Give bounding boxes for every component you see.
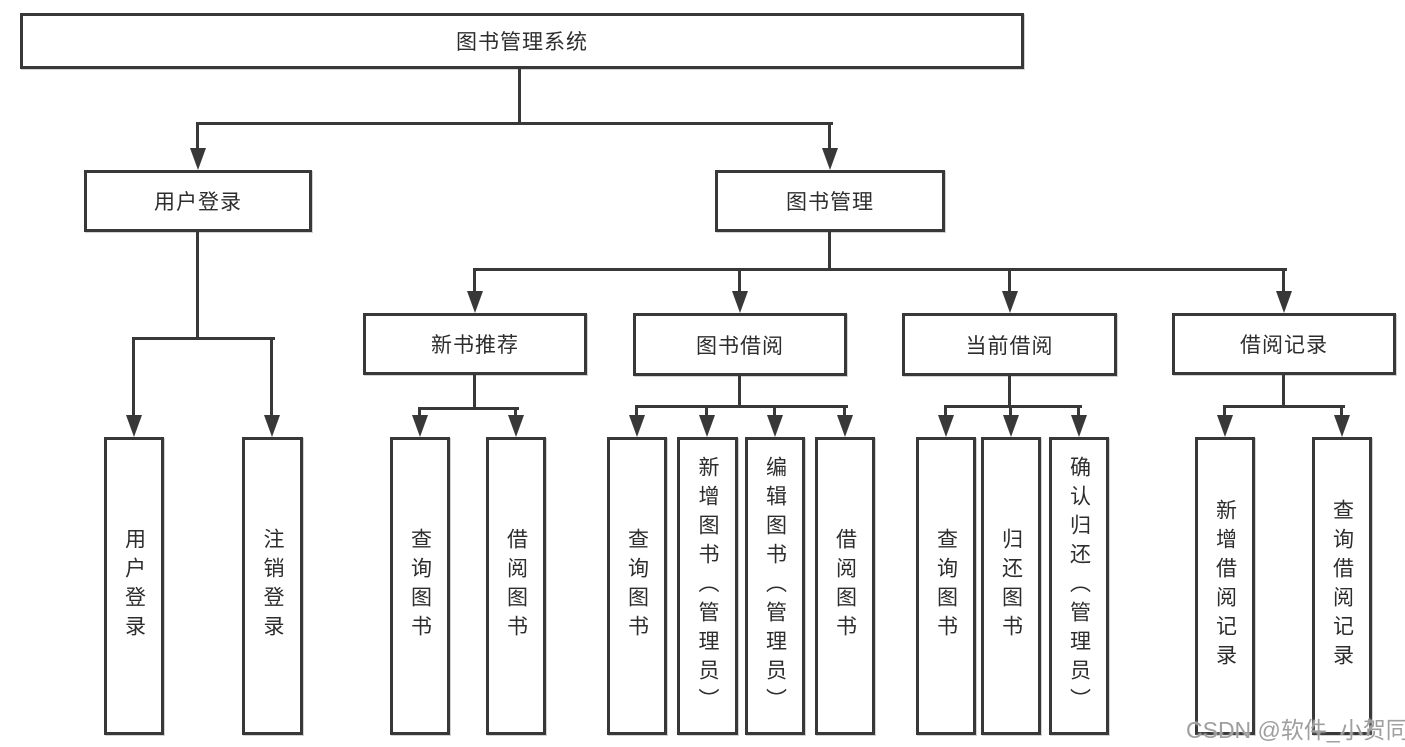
connector-new-book-down <box>473 375 476 407</box>
leaf-newbook-borrow-books: 借阅图书 <box>486 437 546 735</box>
arrowhead-leaf-logout <box>264 415 280 437</box>
leaf-current-confirm-return-admin-label: 确认归还（管理员） <box>1067 455 1091 717</box>
arrowhead-br-query <box>1334 415 1350 437</box>
csdn-watermark: CSDN @软件_小贺同学 <box>1186 717 1405 743</box>
leaf-borrow-edit-books-admin-label: 编辑图书（管理员） <box>763 455 787 717</box>
node-book-management: 图书管理 <box>715 170 945 232</box>
connector-level2-rail <box>196 122 833 125</box>
connector-bb-borrow-stem <box>843 405 846 417</box>
leaf-current-query-books: 查询图书 <box>916 437 976 735</box>
connector-current-borrow-stem <box>1008 268 1011 293</box>
node-root: 图书管理系统 <box>20 13 1024 69</box>
connector-level3-rail <box>473 268 1287 271</box>
connector-bb-add-stem <box>705 405 708 417</box>
leaf-borrow-edit-books-admin: 编辑图书（管理员） <box>745 437 805 735</box>
leaf-borrow-query-books: 查询图书 <box>607 437 667 735</box>
leaf-newbook-query-books-label: 查询图书 <box>408 528 432 644</box>
connector-borrow-records-stem <box>1282 268 1285 293</box>
node-book-borrow: 图书借阅 <box>633 313 847 376</box>
connector-nb-query-stem <box>418 407 421 417</box>
connector-br-add-stem <box>1223 405 1226 417</box>
connector-br-query-stem <box>1340 405 1343 417</box>
connector-bb-edit-stem <box>773 405 776 417</box>
arrowhead-leaf-user-login <box>126 415 142 437</box>
leaf-borrow-query-books-label: 查询图书 <box>625 528 649 644</box>
arrowhead-bb-edit <box>767 415 783 437</box>
leaf-current-query-books-label: 查询图书 <box>934 528 958 644</box>
connector-borrow-records-rail <box>1223 405 1345 408</box>
connector-user-login-down <box>196 232 199 337</box>
connector-book-mgmt-stem <box>828 122 831 150</box>
arrowhead-nb-borrow <box>508 415 524 437</box>
arrowhead-bb-borrow <box>837 415 853 437</box>
connector-cb-return-stem <box>1009 405 1012 417</box>
leaf-current-confirm-return-admin: 确认归还（管理员） <box>1049 437 1109 735</box>
connector-nb-borrow-stem <box>514 407 517 417</box>
connector-user-login-stem <box>196 122 199 150</box>
leaf-records-add-record-label: 新增借阅记录 <box>1213 499 1237 673</box>
connector-book-mgmt-down <box>828 232 831 268</box>
connector-leaf-logout-stem <box>270 337 273 417</box>
leaf-borrow-add-books-admin-label: 新增图书（管理员） <box>696 455 719 717</box>
connector-new-book-stem <box>473 268 476 293</box>
arrowhead-current-borrow <box>1002 291 1018 313</box>
connector-book-borrow-stem <box>738 268 741 293</box>
connector-book-borrow-down <box>738 376 741 405</box>
arrowhead-bb-query <box>629 415 645 437</box>
connector-book-borrow-rail <box>635 405 848 408</box>
connector-cb-query-stem <box>944 405 947 417</box>
leaf-records-add-record: 新增借阅记录 <box>1195 437 1255 735</box>
leaf-current-return-books: 归还图书 <box>981 437 1041 735</box>
leaf-records-query-record-label: 查询借阅记录 <box>1330 499 1354 673</box>
connector-current-borrow-down <box>1008 376 1011 405</box>
leaf-newbook-borrow-books-label: 借阅图书 <box>504 528 528 644</box>
leaf-user-login: 用户登录 <box>104 437 164 735</box>
leaf-records-query-record: 查询借阅记录 <box>1312 437 1372 735</box>
arrowhead-br-add <box>1217 415 1233 437</box>
leaf-logout-label: 注销登录 <box>261 528 284 644</box>
connector-bb-query-stem <box>635 405 638 417</box>
leaf-newbook-query-books: 查询图书 <box>390 437 450 735</box>
leaf-borrow-borrow-books: 借阅图书 <box>815 437 875 735</box>
arrowhead-book-borrow <box>732 291 748 313</box>
node-current-borrow: 当前借阅 <box>902 313 1117 376</box>
connector-new-book-rail <box>418 407 519 410</box>
connector-leaf-user-login-stem <box>132 337 135 417</box>
leaf-logout: 注销登录 <box>242 437 303 735</box>
arrowhead-bb-add <box>699 415 715 437</box>
arrowhead-user-login <box>190 148 206 170</box>
connector-current-borrow-rail <box>944 405 1082 408</box>
connector-root-stub <box>518 69 521 122</box>
leaf-current-return-books-label: 归还图书 <box>999 528 1023 644</box>
leaf-user-login-label: 用户登录 <box>122 528 146 644</box>
node-borrow-records: 借阅记录 <box>1172 313 1396 375</box>
node-new-book-recommend: 新书推荐 <box>363 313 587 375</box>
arrowhead-cb-confirm <box>1071 415 1087 437</box>
arrowhead-borrow-records <box>1276 291 1292 313</box>
leaf-borrow-add-books-admin: 新增图书（管理员） <box>677 437 738 735</box>
arrowhead-nb-query <box>412 415 428 437</box>
connector-borrow-records-down <box>1282 375 1285 405</box>
arrowhead-cb-query <box>938 415 954 437</box>
connector-user-login-rail <box>132 337 275 340</box>
node-user-login: 用户登录 <box>84 170 312 232</box>
connector-cb-confirm-stem <box>1077 405 1080 417</box>
arrowhead-new-book <box>467 291 483 313</box>
leaf-borrow-borrow-books-label: 借阅图书 <box>833 528 857 644</box>
arrowhead-book-mgmt <box>822 148 838 170</box>
arrowhead-cb-return <box>1003 415 1019 437</box>
